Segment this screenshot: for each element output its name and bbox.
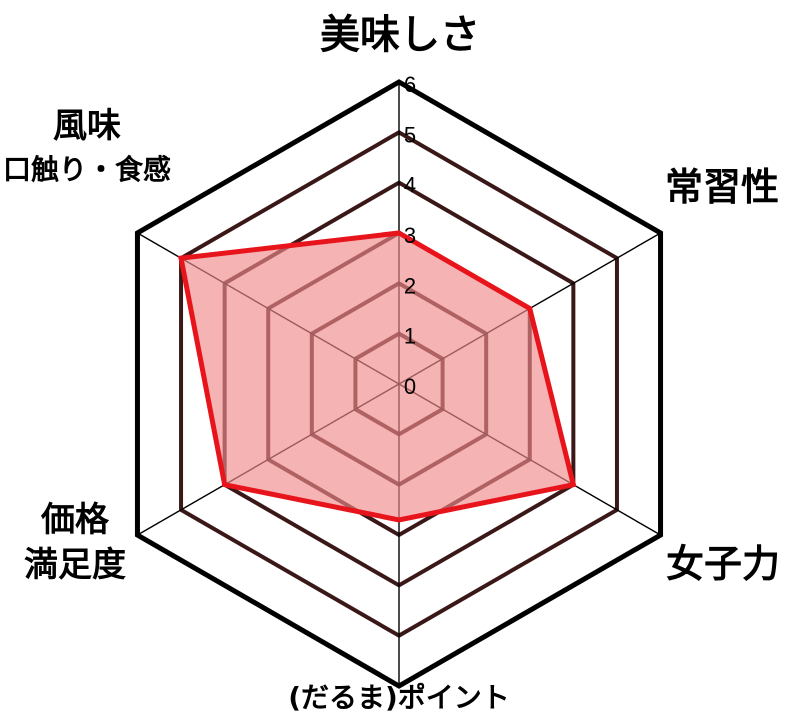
axis-label-1: 美味しさ [320,12,480,58]
axis-label-2-line-1: 常習性 [665,165,779,209]
axis-label-5-line-2: 満足度 [24,545,126,585]
axis-label-1-line-1: 美味しさ [320,12,480,58]
data-point-6 [178,255,184,261]
tick-label-3: 3 [404,223,416,248]
radar-series [178,230,577,523]
axis-label-3-line-1: 女子力 [666,542,780,586]
data-point-5 [222,482,228,488]
tick-label-5: 5 [404,122,416,147]
data-point-4 [396,517,402,523]
tick-label-1: 1 [404,324,416,349]
tick-label-0: 0 [404,374,416,399]
data-point-2 [527,306,533,311]
axis-label-4: (だるま)ポイント [288,681,510,714]
axis-label-6-line-1: 風味 [53,106,121,146]
tick-label-2: 2 [404,273,416,298]
tick-label-4: 4 [404,173,416,198]
series-area [178,230,577,523]
scale-tick-labels: 0 1 2 3 4 5 6 [404,72,416,399]
axis-label-6-line-2: 口触り・食感 [3,153,171,186]
axis-label-3: 女子力 [666,542,780,586]
axis-label-2: 常習性 [665,165,779,209]
data-point-3 [570,482,576,488]
axis-label-5-line-1: 価格 [40,500,110,540]
tick-label-6: 6 [404,72,416,97]
data-point-1 [396,230,402,236]
axis-label-4-line-1: (だるま)ポイント [288,681,510,714]
